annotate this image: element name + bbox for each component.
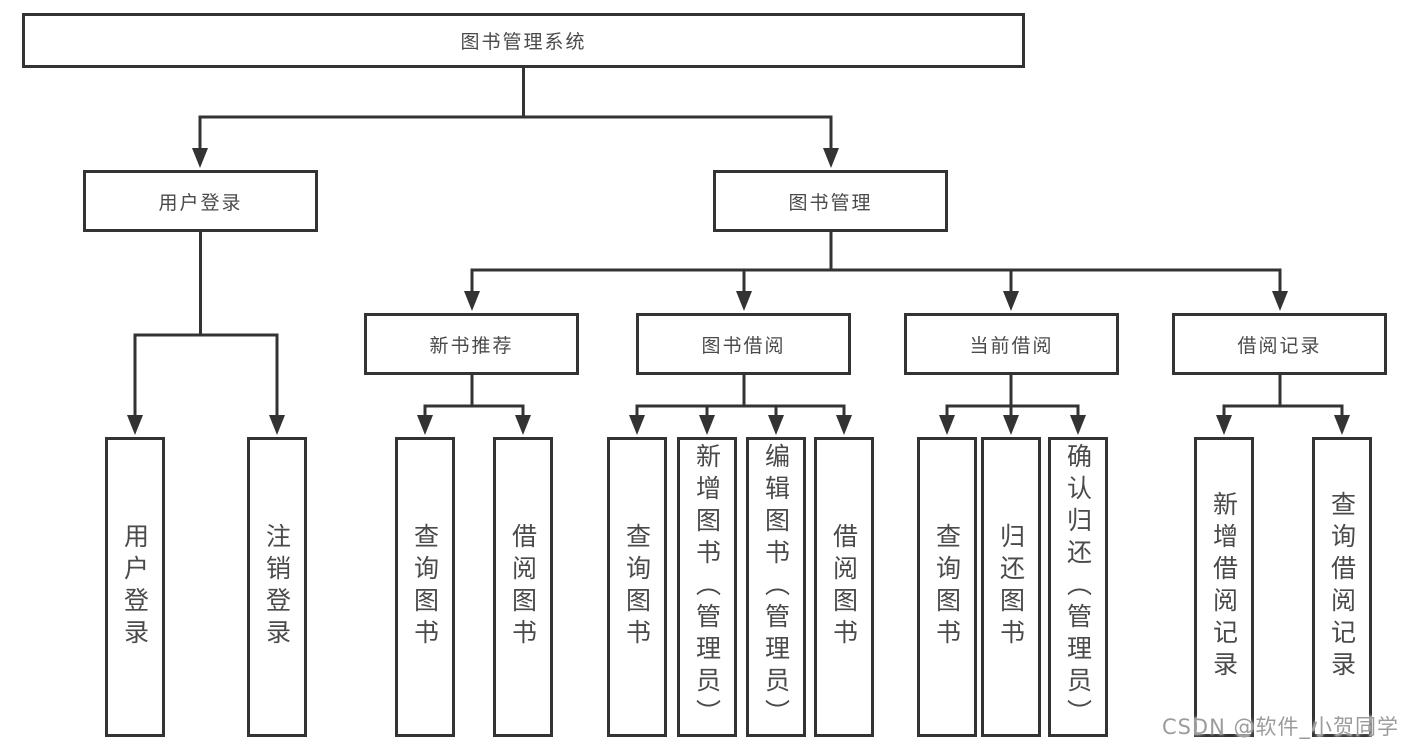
- leaf-borrow-books: 借阅图书: [814, 437, 874, 737]
- node-book-borrowing: 图书借阅: [636, 313, 851, 375]
- node-label: 用户登录: [158, 191, 243, 214]
- csdn-watermark: CSDN @软件_小贺同学: [1161, 715, 1399, 739]
- leaf-label: 查询图书: [410, 523, 440, 651]
- leaf-logout-login: 注销登录: [247, 437, 307, 737]
- node-label: 借阅记录: [1237, 334, 1322, 357]
- leaf-edit-books-admin: 编辑图书（管理员）: [746, 437, 806, 737]
- node-borrowing-records: 借阅记录: [1172, 313, 1387, 375]
- leaf-label: 新增借阅记录: [1209, 491, 1239, 683]
- node-book-management: 图书管理: [713, 170, 948, 232]
- node-library-management-system: 图书管理系统: [22, 13, 1025, 68]
- leaf-label: 借阅图书: [829, 523, 859, 651]
- node-label: 图书管理: [788, 191, 873, 214]
- leaf-label: 新增图书（管理员）: [692, 443, 722, 731]
- leaf-return-books: 归还图书: [981, 437, 1041, 737]
- node-new-book-recommend: 新书推荐: [364, 313, 579, 375]
- leaf-label: 用户登录: [120, 523, 150, 651]
- leaf-query-borrow-record: 查询借阅记录: [1312, 437, 1372, 737]
- leaf-borrow-books-recommend: 借阅图书: [493, 437, 553, 737]
- leaf-query-books-borrow: 查询图书: [607, 437, 667, 737]
- leaf-user-login: 用户登录: [105, 437, 165, 737]
- leaf-label: 编辑图书（管理员）: [761, 443, 791, 731]
- leaf-label: 借阅图书: [508, 523, 538, 651]
- leaf-add-books-admin: 新增图书（管理员）: [677, 437, 737, 737]
- leaf-label: 查询借阅记录: [1327, 491, 1357, 683]
- node-label: 图书借阅: [701, 334, 786, 357]
- leaf-confirm-return-admin: 确认归还（管理员）: [1048, 437, 1108, 737]
- node-label: 新书推荐: [429, 334, 514, 357]
- node-current-borrowing: 当前借阅: [904, 313, 1119, 375]
- node-label: 图书管理系统: [460, 31, 587, 53]
- leaf-label: 确认归还（管理员）: [1063, 443, 1093, 731]
- leaf-label: 查询图书: [622, 523, 652, 651]
- leaf-label: 归还图书: [996, 523, 1026, 651]
- node-user-login: 用户登录: [83, 170, 318, 232]
- node-label: 当前借阅: [969, 334, 1054, 357]
- leaf-label: 注销登录: [262, 523, 292, 651]
- leaf-query-books-current: 查询图书: [917, 437, 977, 737]
- leaf-query-books-recommend: 查询图书: [395, 437, 455, 737]
- leaf-add-borrow-record: 新增借阅记录: [1194, 437, 1254, 737]
- leaf-label: 查询图书: [932, 523, 962, 651]
